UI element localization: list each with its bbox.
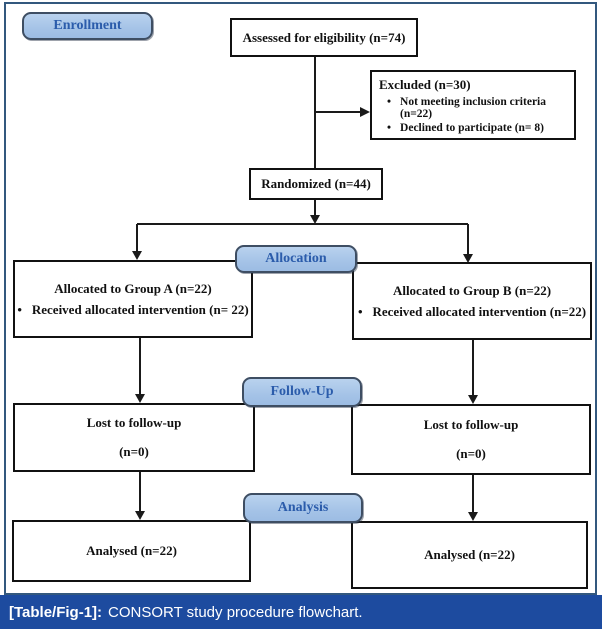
analysed-b-box: Analysed (n=22): [351, 521, 588, 589]
group-b-bullet-line: • Received allocated intervention (n=22): [354, 304, 590, 320]
group-a-box: Allocated to Group A (n=22) • Received a…: [13, 260, 253, 338]
figure-caption-text: CONSORT study procedure flowchart.: [108, 603, 363, 621]
group-a-title: Allocated to Group A (n=22): [54, 280, 212, 296]
arrowhead-analysed-a: [135, 511, 145, 520]
randomized-box: Randomized (n=44): [249, 168, 383, 200]
arrowhead-group-b: [463, 254, 473, 263]
excluded-bullet-list: • Not meeting inclusion criteria (n=22) …: [379, 96, 567, 134]
excluded-bullet-item: • Declined to participate (n= 8): [379, 122, 567, 134]
stage-label-followup: Follow-Up: [242, 377, 362, 407]
group-b-title: Allocated to Group B (n=22): [392, 282, 552, 298]
figure-caption-tag: [Table/Fig-1]:: [9, 603, 103, 621]
arrowhead-excluded: [360, 107, 370, 117]
arrowhead-analysed-b: [468, 512, 478, 521]
group-b-bullet-text: Received allocated intervention (n=22): [372, 303, 587, 319]
bullet-icon: •: [387, 96, 392, 108]
arrowhead-followup-b: [468, 395, 478, 404]
followup-label: Follow-Up: [270, 384, 334, 399]
arrowhead-followup-a: [135, 394, 145, 403]
excluded-bullet-text: Not meeting inclusion criteria (n=22): [400, 96, 546, 120]
bullet-icon: •: [17, 301, 22, 317]
group-b-box: Allocated to Group B (n=22) • Received a…: [352, 262, 592, 340]
followup-a-line2: (n=0): [119, 444, 149, 459]
enrollment-label: Enrollment: [53, 18, 122, 33]
figure-frame: [4, 2, 597, 595]
followup-b-line1: Lost to follow-up: [423, 417, 519, 432]
allocation-label: Allocation: [265, 251, 327, 266]
analysed-b-text: Analysed (n=22): [424, 547, 515, 562]
stage-label-enrollment: Enrollment: [22, 12, 153, 40]
followup-a-line1: Lost to follow-up: [86, 415, 182, 430]
followup-a-box: Lost to follow-up (n=0): [13, 403, 255, 472]
analysed-a-box: Analysed (n=22): [12, 520, 251, 582]
stage-label-allocation: Allocation: [235, 245, 357, 273]
arrowhead-branch: [310, 215, 320, 224]
figure-caption-bar: [Table/Fig-1]: CONSORT study procedure f…: [0, 595, 602, 629]
assessed-eligibility-box: Assessed for eligibility (n=74): [230, 18, 418, 57]
excluded-title: Excluded (n=30): [379, 77, 471, 92]
bullet-icon: •: [357, 303, 363, 319]
arrowhead-group-a: [132, 251, 142, 260]
randomized-text: Randomized (n=44): [261, 176, 371, 191]
excluded-bullet-item: • Not meeting inclusion criteria (n=22): [379, 96, 567, 120]
bullet-icon: •: [387, 122, 392, 134]
group-a-bullet-text: Received allocated intervention (n= 22): [31, 301, 249, 317]
excluded-bullet-text: Declined to participate (n= 8): [400, 122, 544, 134]
group-a-bullet-line: • Received allocated intervention (n= 22…: [15, 302, 251, 318]
analysed-a-text: Analysed (n=22): [86, 543, 177, 558]
followup-b-line2: (n=0): [456, 446, 486, 461]
excluded-box: Excluded (n=30) • Not meeting inclusion …: [370, 70, 576, 140]
analysis-label: Analysis: [277, 500, 329, 515]
assessed-eligibility-text: Assessed for eligibility (n=74): [242, 29, 406, 45]
followup-b-box: Lost to follow-up (n=0): [351, 404, 591, 475]
stage-label-analysis: Analysis: [243, 493, 363, 523]
